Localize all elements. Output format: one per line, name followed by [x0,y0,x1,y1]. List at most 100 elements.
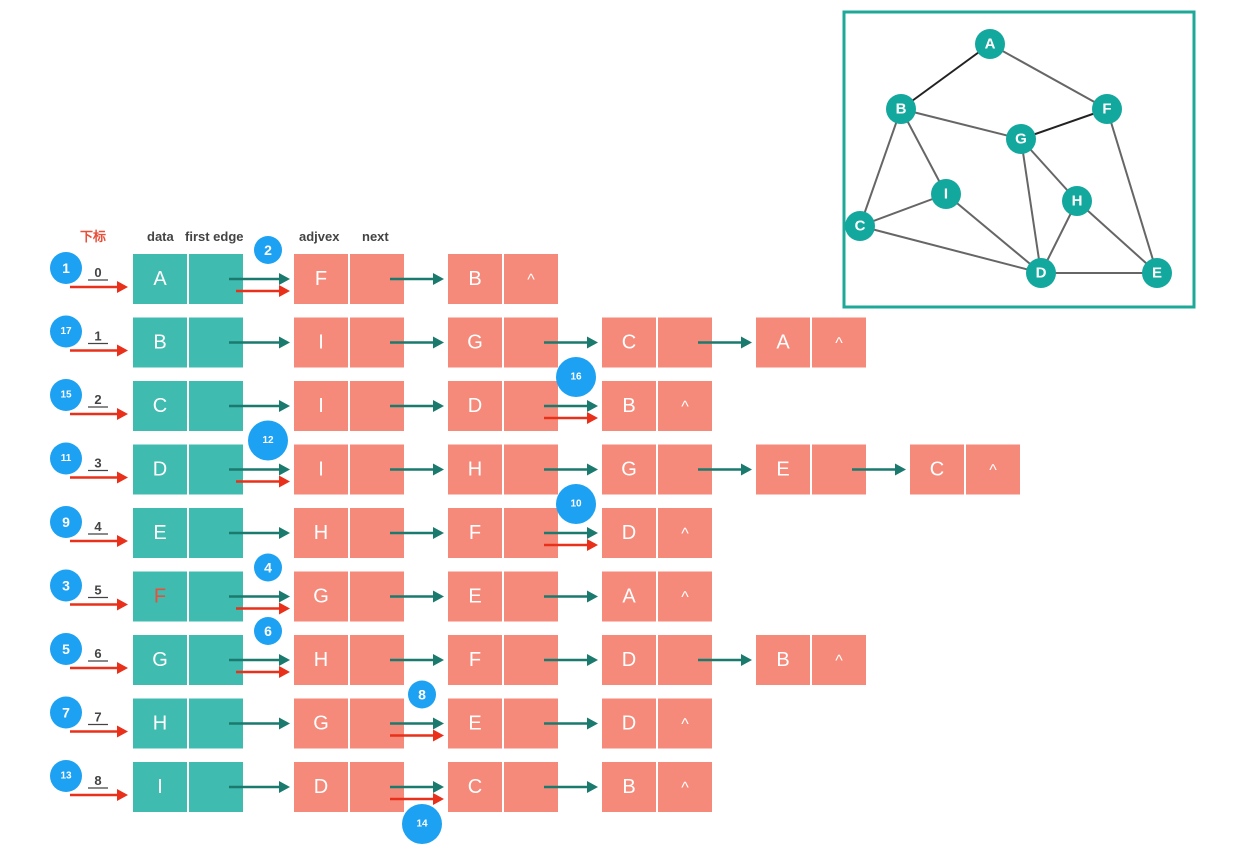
graph-node-label: D [1036,265,1047,282]
first-edge-arrow [229,400,290,412]
edge-node: B^ [756,635,866,685]
adjvex-label: G [313,713,329,735]
next-link-arrow [544,654,598,666]
edge-node: B^ [448,254,558,304]
incoming-visit-arrow [70,344,128,357]
header-first-edge: first edge [185,229,244,244]
edge-visit-badge: 14 [402,804,442,844]
adjvex-label: D [314,776,328,798]
edge-node: H [448,444,598,495]
edge-node: B^ [602,762,712,812]
vertex-data-cell [133,635,187,685]
edge-visit-badge: 12 [248,420,288,461]
graph-node-circle [1006,124,1036,154]
edge-visit-arrow [236,602,290,615]
adjvex-cell [294,317,348,368]
incoming-visit-arrow [70,408,128,420]
edge-node: G [602,444,752,495]
null-marker: ^ [835,653,843,670]
next-link-arrow [390,781,444,793]
vertex-label: G [152,649,168,671]
row-index-label: 8 [94,773,101,788]
first-edge-arrow [229,590,290,603]
edge-node: I [294,317,444,368]
edge-visit-badge: 10 [556,484,596,524]
incoming-visit-arrow [70,535,128,547]
graph-node-label: H [1072,193,1083,210]
graph-edge [900,108,947,195]
row-index-label: 7 [94,710,101,725]
adjvex-label: E [468,713,481,735]
badge-label: 6 [264,623,272,639]
edge-node: A^ [602,571,712,622]
edge-node: B^ [602,381,712,431]
edge-node: A^ [756,317,866,368]
row-index-label: 4 [94,519,102,534]
row-visit-badge: 5 [50,633,82,665]
graph-node: A [975,29,1005,59]
next-cell [812,635,866,685]
vertex-label: D [153,459,167,481]
badge-label: 13 [60,771,72,782]
graph-node-circle [1142,258,1172,288]
badge-circle [50,633,82,665]
row-visit-badge: 3 [50,569,82,602]
null-marker: ^ [989,462,997,479]
vertex-label: I [157,776,163,798]
edge-visit-arrow [236,285,290,297]
adjvex-cell [448,508,502,558]
adjvex-cell [294,762,348,812]
adjvex-cell [448,698,502,749]
next-cell [504,254,558,304]
null-marker: ^ [527,272,535,289]
adjvex-cell [756,635,810,685]
adjvex-label: H [314,522,328,544]
graph-edge [859,225,1042,274]
badge-circle [50,442,82,475]
null-marker: ^ [681,716,689,733]
adjvex-label: B [776,649,789,671]
adjvex-cell [448,571,502,622]
adjvex-label: A [622,586,636,608]
graph-node-circle [1092,94,1122,124]
adjvex-label: H [314,649,328,671]
edge-visit-badge: 4 [254,553,282,582]
adjvex-cell [910,444,964,495]
graph-node: B [886,94,916,124]
adjvex-cell [294,444,348,495]
next-cell [812,317,866,368]
vertex-label: H [153,713,167,735]
adjvex-label: B [622,776,635,798]
adjvex-label: G [313,586,329,608]
next-link-arrow [390,336,444,349]
next-link-arrow [544,590,598,603]
adjvex-label: E [468,586,481,608]
adjvex-label: H [468,459,482,481]
badge-circle [254,617,282,645]
row-index-label: 0 [94,265,101,280]
next-link-arrow [390,273,444,285]
next-link-arrow [390,590,444,603]
adjvex-cell [448,317,502,368]
graph-edge [859,108,902,227]
next-cell [966,444,1020,495]
row-visit-badge: 15 [50,379,82,411]
edge-node: I [294,444,444,495]
edge-node: D [602,635,752,685]
adjvex-label: G [467,332,483,354]
null-marker: ^ [681,589,689,606]
next-link-arrow [852,463,906,476]
edge-node: G [294,571,444,622]
edge-node: D^ [602,698,712,749]
null-marker: ^ [681,526,689,543]
row-visit-badge: 13 [50,760,82,792]
badge-circle [556,484,596,524]
edge-node: H [294,635,444,685]
row-7: 7 H G E D^ [70,698,712,749]
adjvex-cell [602,508,656,558]
